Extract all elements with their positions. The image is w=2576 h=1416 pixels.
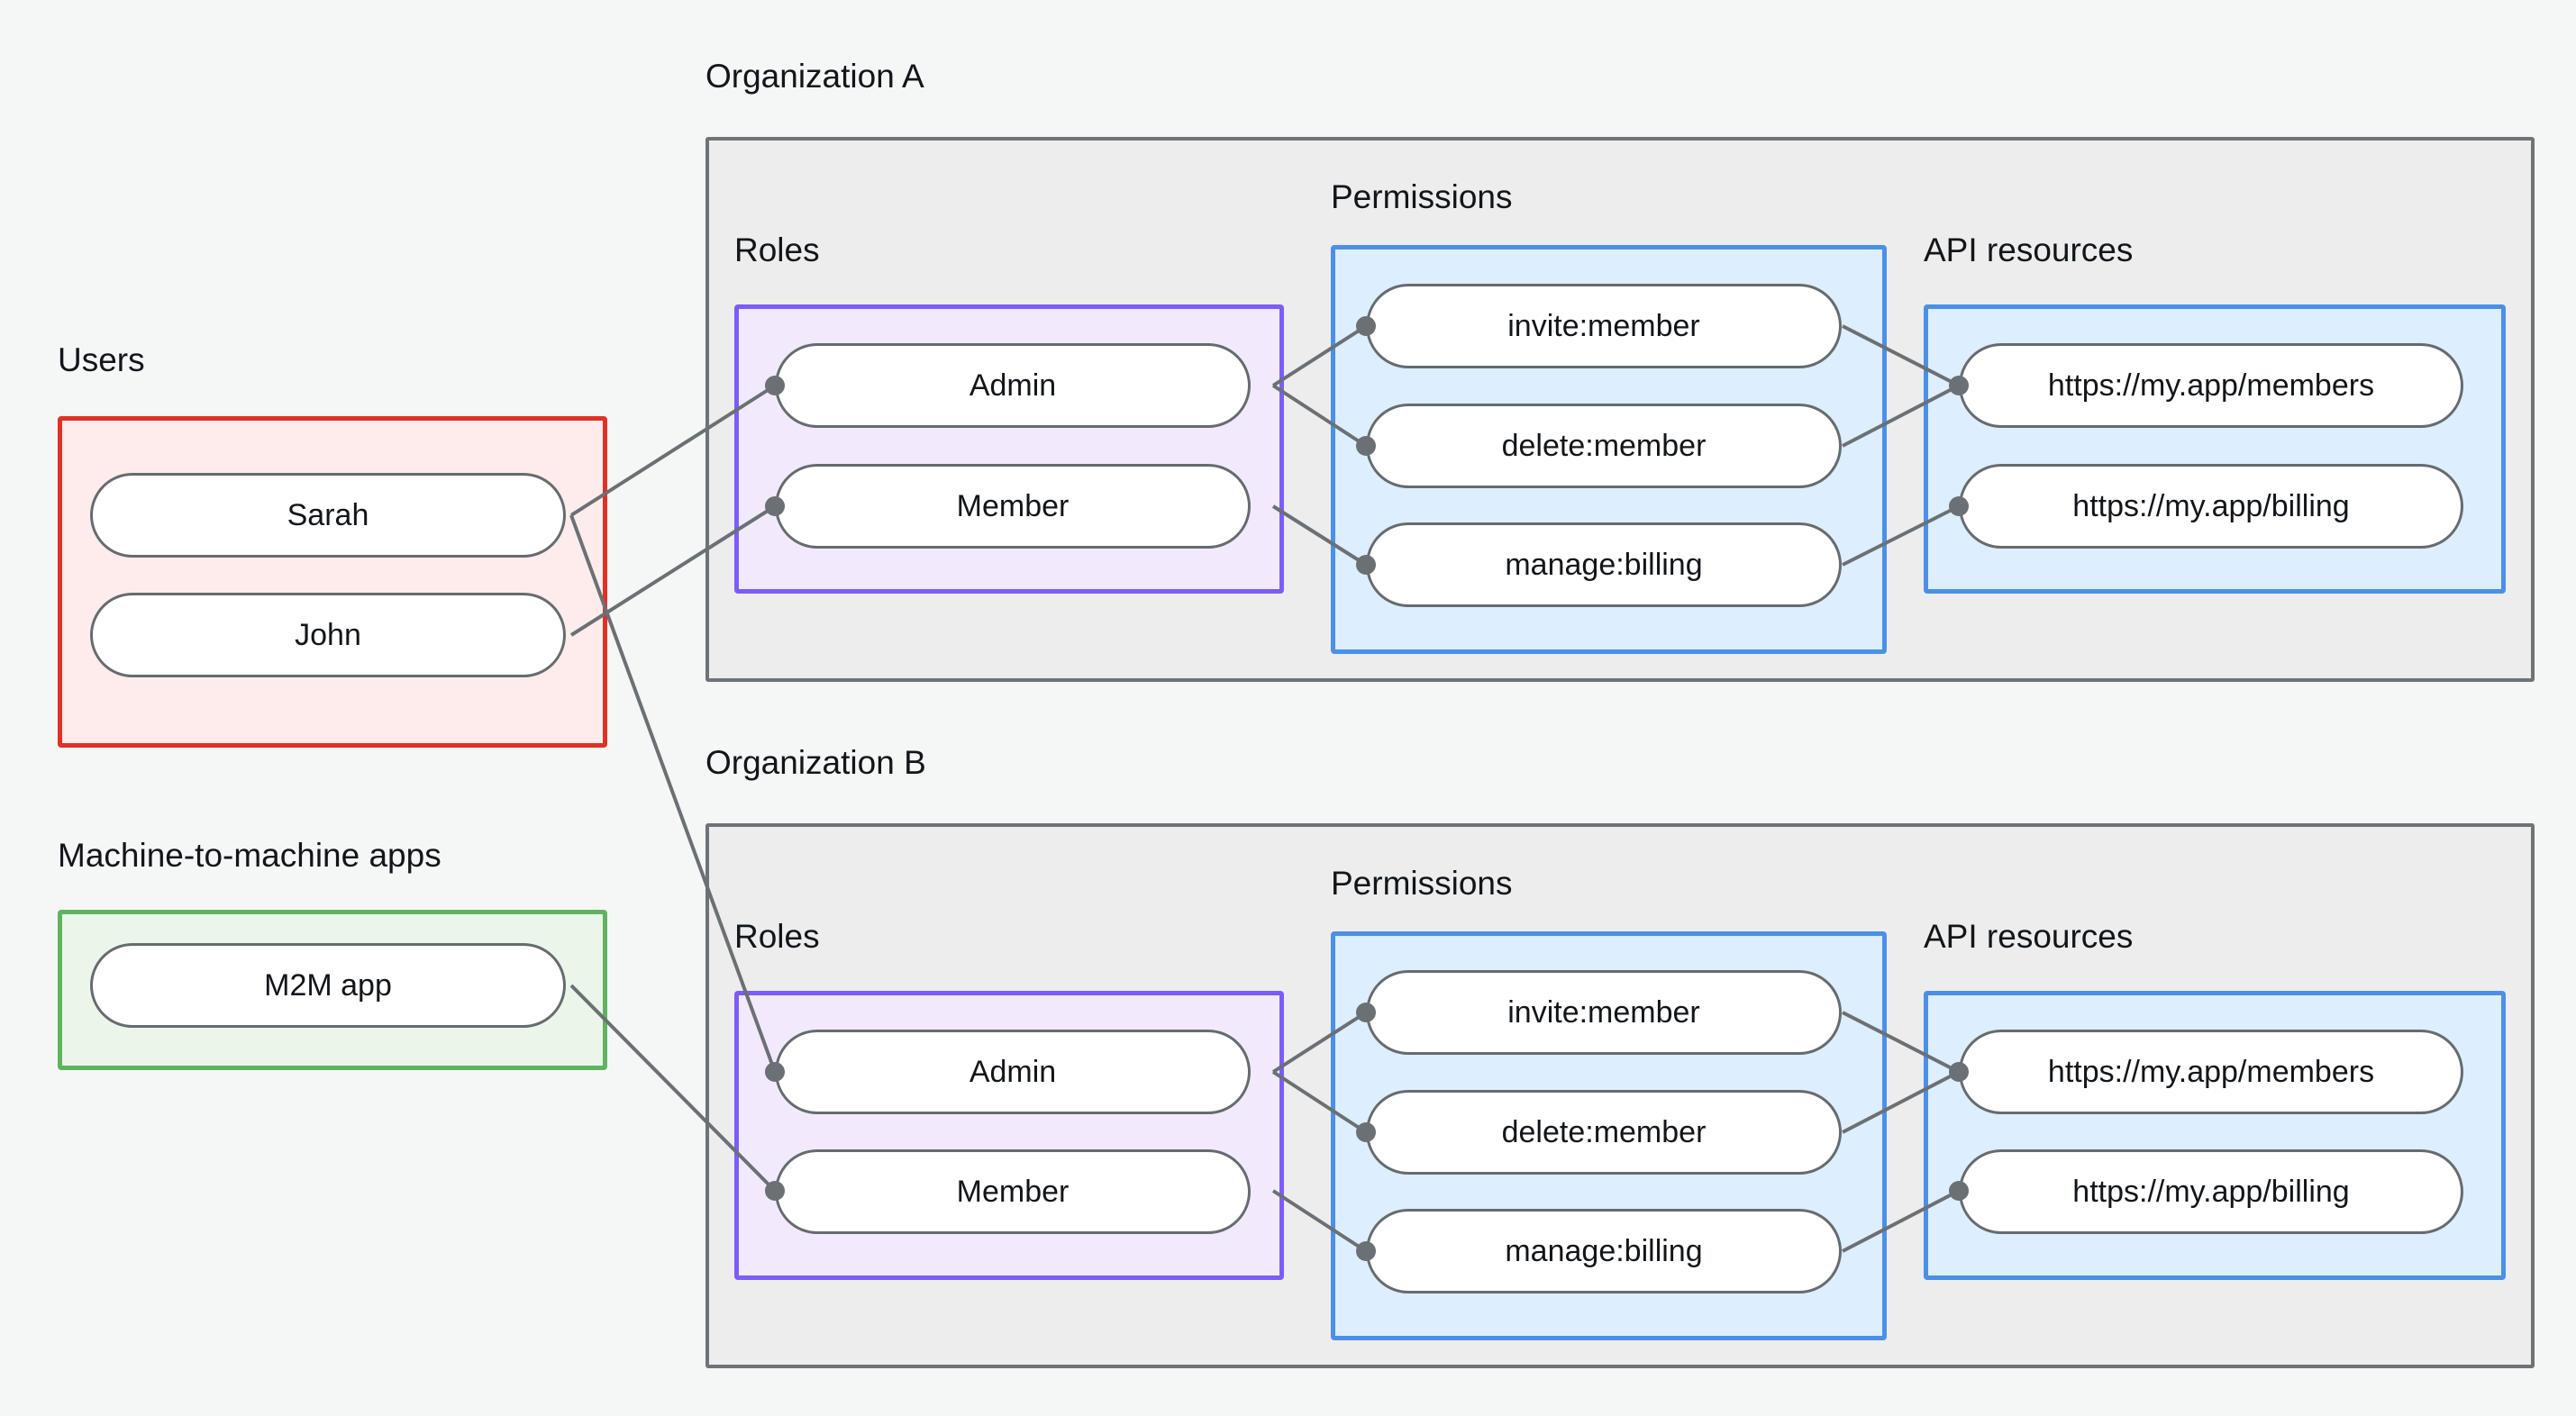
org-b-permissions-label: Permissions	[1331, 865, 1513, 902]
org-b-resources-label: API resources	[1924, 918, 2134, 955]
org-b-resource-pill-billing[interactable]: https://my.app/billing	[1959, 1149, 2463, 1234]
org-a-role-pill-member[interactable]: Member	[775, 464, 1251, 549]
org-b-permission-pill-delete[interactable]: delete:member	[1366, 1090, 1842, 1175]
org-a-permissions-label: Permissions	[1331, 178, 1513, 215]
org-b-role-pill-admin[interactable]: Admin	[775, 1030, 1251, 1114]
org-b-permission-pill-invite[interactable]: invite:member	[1366, 970, 1842, 1055]
org-a-permission-pill-manage[interactable]: manage:billing	[1366, 522, 1842, 607]
m2m-pill-app[interactable]: M2M app	[90, 943, 566, 1028]
org-a-permission-pill-invite[interactable]: invite:member	[1366, 284, 1842, 368]
org-a-resource-pill-members[interactable]: https://my.app/members	[1959, 343, 2463, 428]
org-a-roles-label: Roles	[734, 231, 820, 268]
m2m-group-label: Machine-to-machine apps	[58, 837, 441, 874]
org-b-resource-pill-members[interactable]: https://my.app/members	[1959, 1030, 2463, 1114]
org-a-permission-pill-delete[interactable]: delete:member	[1366, 404, 1842, 488]
org-b-roles-label: Roles	[734, 918, 820, 955]
org-b-title: Organization B	[705, 744, 926, 781]
users-group-label: Users	[58, 341, 145, 378]
org-b-permission-pill-manage[interactable]: manage:billing	[1366, 1209, 1842, 1293]
org-a-resource-pill-billing[interactable]: https://my.app/billing	[1959, 464, 2463, 549]
user-pill-john[interactable]: John	[90, 593, 566, 677]
org-a-title: Organization A	[705, 58, 924, 95]
org-a-resources-label: API resources	[1924, 231, 2134, 268]
users-box	[58, 416, 607, 748]
org-a-role-pill-admin[interactable]: Admin	[775, 343, 1251, 428]
org-b-role-pill-member[interactable]: Member	[775, 1149, 1251, 1234]
user-pill-sarah[interactable]: Sarah	[90, 473, 566, 558]
